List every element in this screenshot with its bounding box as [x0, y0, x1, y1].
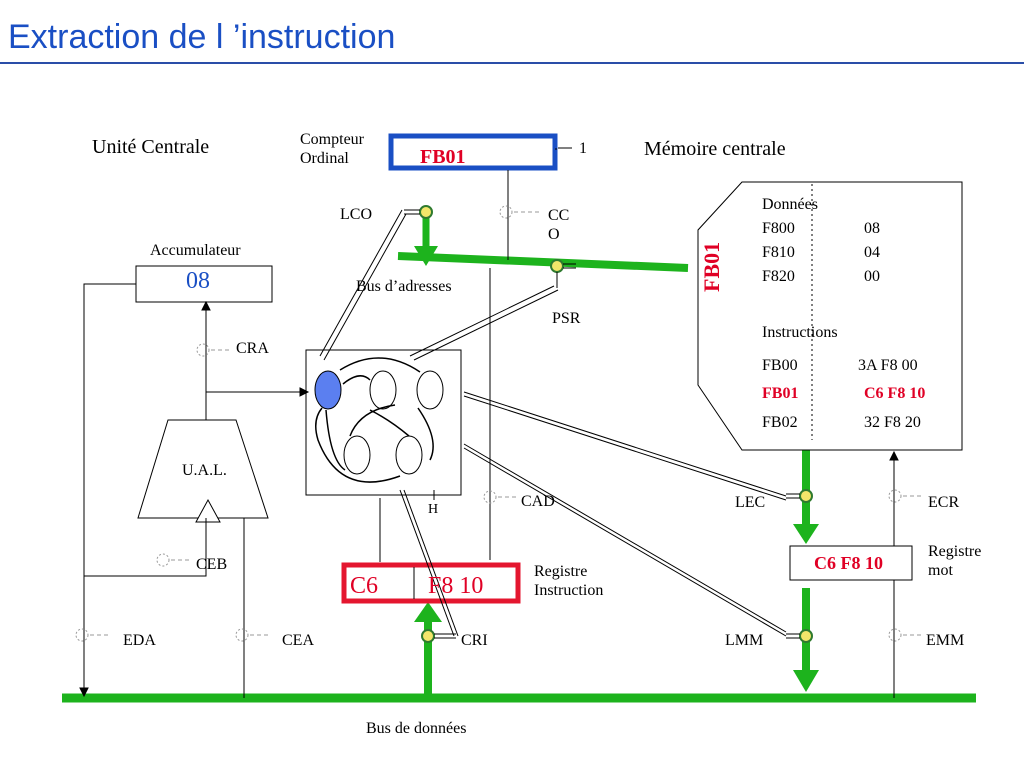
- memory-row-addr-highlight: FB01: [762, 385, 799, 402]
- lmm-label: LMM: [725, 632, 764, 649]
- ceb-label: CEB: [196, 556, 228, 573]
- memory-row-val: 08: [864, 220, 880, 237]
- lco-label: LCO: [340, 206, 372, 223]
- lec-label: LEC: [735, 494, 766, 511]
- address-bus: [397, 252, 689, 272]
- memory-row-addr: F820: [762, 268, 795, 285]
- memory-row-val: 32 F8 20: [864, 414, 921, 431]
- memory-row-addr: FB00: [762, 357, 798, 374]
- registre-mot-label: Registre mot: [928, 543, 982, 580]
- control-unit: [305, 349, 462, 496]
- slide-title: Extraction de l ’instruction: [8, 18, 396, 56]
- cad-label: CAD: [521, 493, 555, 510]
- word-register-value: C6 F8 10: [814, 553, 883, 573]
- registre-instruction-label: Registre Instruction: [534, 563, 604, 600]
- accumulator-value: 08: [186, 268, 210, 294]
- cri-label: CRI: [461, 632, 488, 649]
- emm-label: EMM: [926, 632, 965, 649]
- memory-address-vertical: FB01: [699, 241, 724, 292]
- plus-one-label: 1: [579, 140, 587, 157]
- ual-label: U.A.L.: [182, 462, 227, 479]
- bus-donnees-label: Bus de données: [366, 720, 467, 737]
- program-counter-register: [388, 133, 558, 171]
- control-signal-marks: [75, 205, 924, 642]
- memoire-centrale-label: Mémoire centrale: [644, 138, 786, 160]
- memory-row-val-highlight: C6 F8 10: [864, 385, 926, 402]
- cea-label: CEA: [282, 632, 314, 649]
- memory-row-val: 00: [864, 268, 880, 285]
- cco-label: CC O: [548, 207, 570, 244]
- word-register: [789, 545, 913, 581]
- ual-unit: [137, 419, 269, 523]
- cra-label: CRA: [236, 340, 269, 357]
- bus-adresses-label: Bus d’adresses: [356, 278, 452, 295]
- title-rule: [0, 62, 1024, 64]
- gate-stubs: [404, 209, 800, 639]
- instruction-register: [341, 562, 521, 604]
- instruction-opcode: C6: [350, 573, 379, 599]
- memory-donnees-label: Données: [762, 196, 818, 213]
- data-bus-to-ri-arrow: [414, 602, 442, 694]
- accumulator-register: [135, 265, 273, 303]
- unite-centrale-label: Unité Centrale: [92, 136, 210, 158]
- program-counter-value: FB01: [420, 146, 466, 168]
- instruction-operand: F8 10: [428, 573, 484, 599]
- double-wires: [319, 209, 787, 637]
- ecr-label: ECR: [928, 494, 960, 511]
- accumulateur-label: Accumulateur: [150, 242, 241, 259]
- memory-row-addr: FB02: [762, 414, 798, 431]
- compteur-ordinal-label: Compteur Ordinal: [300, 131, 364, 168]
- memory-row-addr: F810: [762, 244, 795, 261]
- gates: [419, 205, 813, 643]
- memory-instructions-label: Instructions: [762, 324, 838, 341]
- memory-row-val: 04: [864, 244, 880, 261]
- memory-row-addr: F800: [762, 220, 795, 237]
- main-memory: [697, 181, 963, 451]
- eda-label: EDA: [123, 632, 156, 649]
- clock-h-label: H: [428, 502, 439, 517]
- psr-label: PSR: [552, 310, 581, 327]
- memory-row-val: 3A F8 00: [858, 357, 918, 374]
